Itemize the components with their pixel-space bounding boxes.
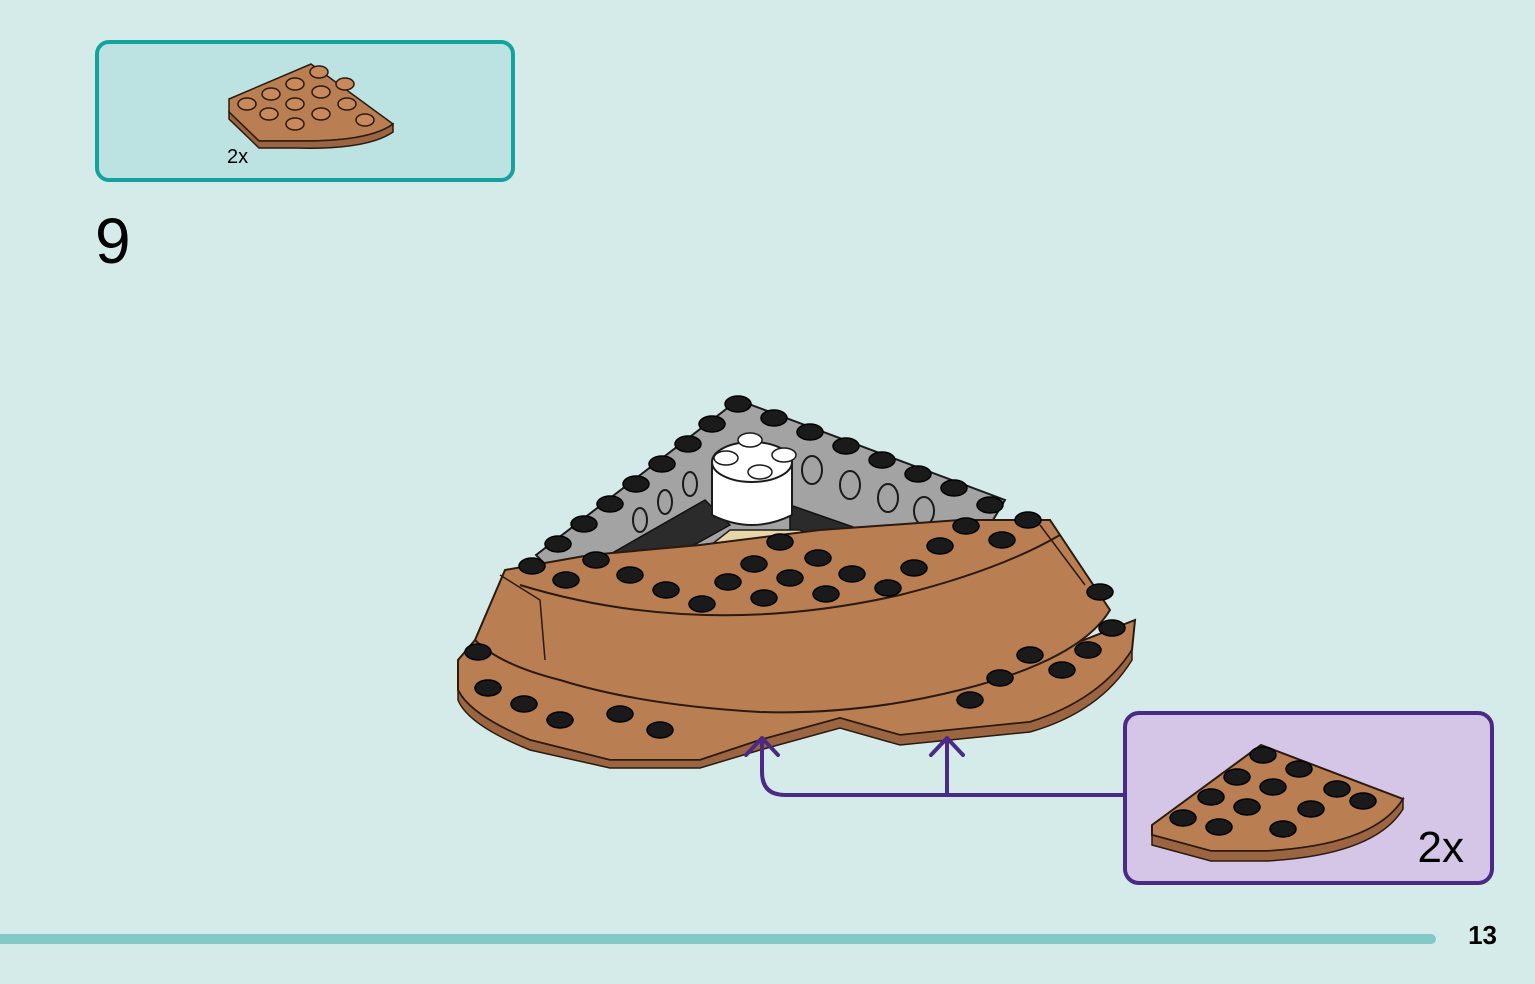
callout-quantity-label: 2x	[1417, 823, 1464, 872]
footer-progress-bar	[0, 934, 1436, 944]
parts-list-box: 2x	[95, 40, 515, 182]
parts-quantity-label: 2x	[227, 146, 249, 168]
callout-box: 2x	[1123, 711, 1494, 885]
page-number: 13	[1468, 920, 1497, 950]
placement-arrows	[744, 736, 1125, 797]
quarter-round-plate-icon	[1151, 743, 1405, 862]
step-number: 9	[95, 205, 131, 277]
quarter-round-plate-icon	[228, 63, 395, 149]
